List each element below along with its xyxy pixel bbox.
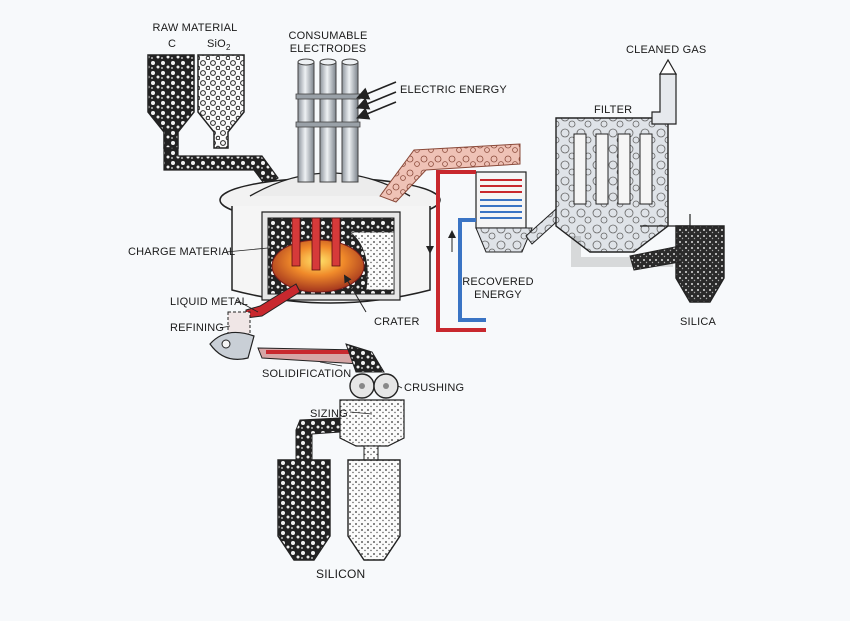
charge-material-label: CHARGE MATERIAL [128,246,236,258]
leader-lines [219,247,403,415]
silica-feed-text: SiO [207,38,226,50]
recovered-label: RECOVERED [462,276,534,288]
consumable-label: CONSUMABLE [288,30,368,42]
electrode-columns [295,58,361,183]
crater-label: CRATER [374,316,420,328]
sizing-label: SIZING [310,408,348,420]
electric-energy-label: ELECTRIC ENERGY [400,84,507,96]
carbon-hopper [147,54,195,149]
silicon-label: SILICON [316,567,366,581]
solidification-label: SOLIDIFICATION [262,368,352,380]
silica-label: SILICA [680,316,717,328]
refining-ladle [209,311,255,360]
silica-feed-subscript: 2 [225,43,231,53]
carbon-label: C [168,38,177,50]
silica-hopper-out [629,225,725,303]
silica-feed-label: SiO2 [207,38,231,54]
silica-hopper [197,54,245,149]
electrodes-label: ELECTRODES [289,43,367,55]
furnace [219,172,441,313]
feed-chute [163,147,279,187]
refining-label: REFINING [170,322,225,334]
cleaned-gas-label: CLEANED GAS [626,44,707,56]
filter-unit [555,117,691,267]
crushing-label: CRUSHING [404,382,465,394]
silicon-bins [277,459,401,561]
solidification-trough [257,347,361,365]
energy-label: ENERGY [474,289,522,301]
gas-duct [379,143,521,203]
recovered-energy-lines [426,170,486,332]
clean-gas-stack [651,58,678,125]
filter-label: FILTER [594,104,633,116]
liquid-metal-label: LIQUID METAL [170,296,248,308]
electric-energy-arrows [356,81,397,120]
crusher [345,343,399,399]
raw-material-label: RAW MATERIAL [152,22,238,34]
sizing-screen [295,399,405,471]
